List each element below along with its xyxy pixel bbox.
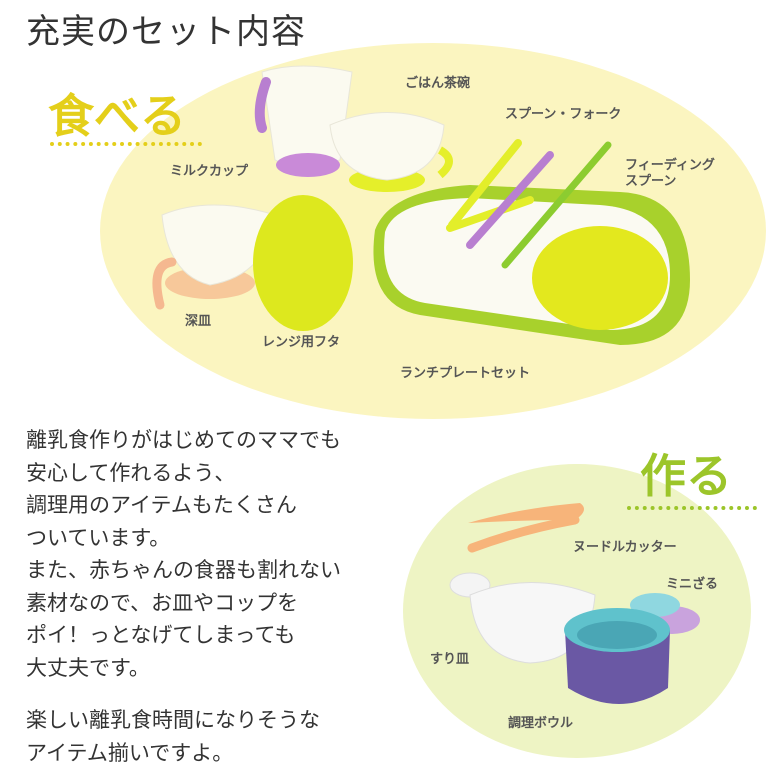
label-lunch-plate: ランチプレートセット (400, 366, 531, 381)
eat-products-image (152, 65, 690, 345)
noodle-cutter-image (467, 503, 584, 553)
page-title: 充実のセット内容 (26, 12, 306, 52)
make-products-image (449, 503, 700, 704)
grating-dish-image (449, 572, 596, 664)
make-heading: 作る (640, 449, 732, 503)
label-mini-colander: ミニざる (666, 577, 719, 592)
mini-colander-image (564, 593, 700, 704)
description-line: 素材なので、お皿やコップを (26, 590, 299, 615)
description-line: また、赤ちゃんの食器も割れない (26, 558, 341, 582)
spoon-fork-image (446, 139, 612, 269)
label-lid: レンジ用フタ (262, 335, 341, 350)
lid-image (253, 195, 353, 331)
eat-heading-divider (50, 142, 202, 146)
rice-bowl-image (329, 112, 453, 192)
closing-line: 楽しい離乳食時間になりそうな (26, 708, 320, 732)
make-heading-divider (627, 506, 757, 510)
deep-dish-image (152, 204, 276, 310)
description-line: 離乳食作りがはじめてのママでも (26, 428, 341, 452)
description-line: 大丈夫です。 (26, 655, 150, 680)
label-noodle-cutter: ヌードルカッター (573, 540, 677, 555)
lunch-plate-image (373, 185, 690, 345)
label-rice-bowl: ごはん茶碗 (405, 76, 471, 91)
closing-line: アイテム揃いですよ。 (26, 740, 234, 765)
label-feeding-spoon-line1: フィーディング (625, 158, 715, 173)
label-grating-dish: すり皿 (430, 652, 470, 667)
label-deep-dish: 深皿 (185, 314, 212, 329)
label-cooking-bowl: 調理ボウル (508, 716, 574, 731)
description-line: 安心して作れるよう、 (26, 460, 236, 485)
eat-heading: 食べる (48, 89, 186, 143)
description-line: ついています。 (26, 525, 171, 550)
label-feeding-spoon-line2: スプーン (625, 174, 677, 189)
description-line: ポイ！っとなげてしまっても (26, 623, 296, 647)
label-milk-cup: ミルクカップ (170, 164, 249, 179)
description-line: 調理用のアイテムもたくさん (26, 493, 297, 517)
label-spoon-fork: スプーン・フォーク (505, 107, 622, 122)
description-text: 離乳食作りがはじめてのママでも 安心して作れるよう、 調理用のアイテムもたくさん… (26, 424, 341, 769)
milk-cup-image (254, 65, 353, 177)
